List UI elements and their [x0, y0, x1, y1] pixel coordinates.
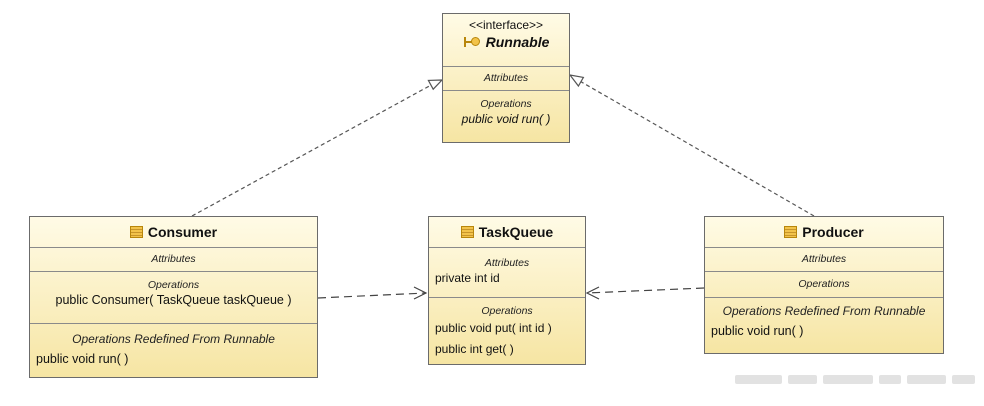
- taskqueue-operations-label: Operations: [481, 305, 533, 317]
- taskqueue-attribute: private int id: [435, 271, 500, 285]
- consumer-class-box[interactable]: Consumer Attributes Operations public Co…: [29, 216, 318, 378]
- producer-redefined-label: Operations Redefined From Runnable: [722, 304, 926, 318]
- consumer-depends-taskqueue-line: [317, 292, 427, 299]
- taskqueue-name: TaskQueue: [478, 224, 554, 240]
- taskqueue-title: TaskQueue: [435, 223, 579, 241]
- taskqueue-operation: public void put( int id ): [435, 321, 552, 335]
- consumer-operations-section: Operations public Consumer( TaskQueue ta…: [30, 271, 317, 323]
- taskqueue-attributes-label: Attributes: [484, 257, 530, 269]
- runnable-operations-section: Operations public void run( ): [443, 90, 569, 142]
- consumer-operations-label: Operations: [147, 279, 200, 291]
- consumer-realizes-runnable-line: [191, 83, 434, 217]
- producer-class-box[interactable]: Producer Attributes Operations Operation…: [704, 216, 944, 354]
- producer-attributes-section: Attributes: [705, 247, 943, 271]
- consumer-redefined-label: Operations Redefined From Runnable: [72, 332, 275, 346]
- producer-attributes-label: Attributes: [801, 253, 847, 265]
- producer-title: Producer: [711, 223, 937, 241]
- producer-realizes-runnable-arrowhead: [568, 74, 585, 88]
- runnable-header: <<interface>> Runnable: [443, 14, 569, 66]
- taskqueue-class-box[interactable]: TaskQueue Attributes private int id Oper…: [428, 216, 586, 365]
- producer-header: Producer: [705, 217, 943, 247]
- taskqueue-attributes-section: Attributes private int id: [429, 247, 585, 297]
- runnable-attributes-label: Attributes: [483, 72, 529, 84]
- runnable-operation: public void run( ): [461, 112, 551, 126]
- producer-depends-taskqueue-arrowhead: [585, 286, 600, 300]
- runnable-attributes-section: Attributes: [443, 66, 569, 90]
- class-icon: [129, 226, 143, 238]
- class-icon: [460, 226, 474, 238]
- producer-redefined-section: Operations Redefined From Runnable publi…: [705, 297, 943, 353]
- runnable-operations-label: Operations: [480, 98, 532, 110]
- taskqueue-header: TaskQueue: [429, 217, 585, 247]
- consumer-title: Consumer: [36, 223, 311, 241]
- consumer-redefined-operation: public void run( ): [36, 352, 129, 366]
- producer-depends-taskqueue-line: [586, 287, 705, 294]
- producer-operations-section: Operations: [705, 271, 943, 297]
- consumer-attributes-section: Attributes: [30, 247, 317, 271]
- consumer-depends-taskqueue-arrowhead: [413, 286, 428, 300]
- runnable-title: Runnable: [449, 33, 563, 51]
- consumer-attributes-label: Attributes: [151, 253, 196, 265]
- producer-realizes-runnable-line: [577, 79, 815, 217]
- taskqueue-operation: public int get( ): [435, 342, 514, 356]
- interface-icon: [463, 36, 481, 48]
- producer-name: Producer: [802, 224, 864, 240]
- runnable-name: Runnable: [485, 34, 550, 50]
- runnable-stereotype: <<interface>>: [468, 18, 544, 32]
- producer-redefined-operation: public void run( ): [711, 324, 804, 338]
- producer-operations-label: Operations: [798, 278, 850, 290]
- consumer-realizes-runnable-arrowhead: [427, 79, 444, 91]
- class-icon: [784, 226, 798, 238]
- runnable-interface-box[interactable]: <<interface>> Runnable Attributes Operat…: [442, 13, 570, 143]
- blurred-watermark: [735, 372, 976, 386]
- consumer-name: Consumer: [147, 224, 218, 240]
- consumer-redefined-section: Operations Redefined From Runnable publi…: [30, 323, 317, 377]
- consumer-operation: public Consumer( TaskQueue taskQueue ): [55, 293, 292, 307]
- taskqueue-operations-section: Operations public void put( int id ) pub…: [429, 297, 585, 365]
- consumer-header: Consumer: [30, 217, 317, 247]
